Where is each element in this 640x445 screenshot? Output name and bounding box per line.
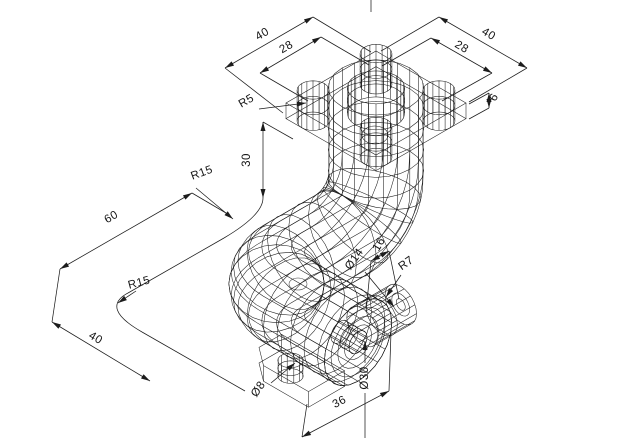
part-wireframe <box>228 44 467 408</box>
dim-thickness-6: 6 <box>487 92 501 104</box>
dim-r7: R7 <box>396 254 416 273</box>
dim-top-left-40: 40 <box>254 26 272 43</box>
dim-dia-14: Ø14 <box>343 246 366 272</box>
dim-len-16: 16 <box>371 236 388 254</box>
dim-top-right-40: 40 <box>480 26 498 43</box>
dim-run-60: 60 <box>103 209 121 226</box>
dim-bottom-40: 40 <box>87 330 105 347</box>
dim-len-36: 36 <box>331 394 349 411</box>
dim-top-right-28: 28 <box>453 39 471 56</box>
dimension-lines <box>51 0 528 438</box>
dim-r15-lower: R15 <box>127 274 152 291</box>
dim-dia-30: Ø30 <box>359 366 371 389</box>
dim-r15-upper: R15 <box>189 164 214 183</box>
dim-r5: R5 <box>237 92 257 110</box>
dim-top-left-28: 28 <box>278 39 296 56</box>
dim-height-30: 30 <box>241 153 253 167</box>
